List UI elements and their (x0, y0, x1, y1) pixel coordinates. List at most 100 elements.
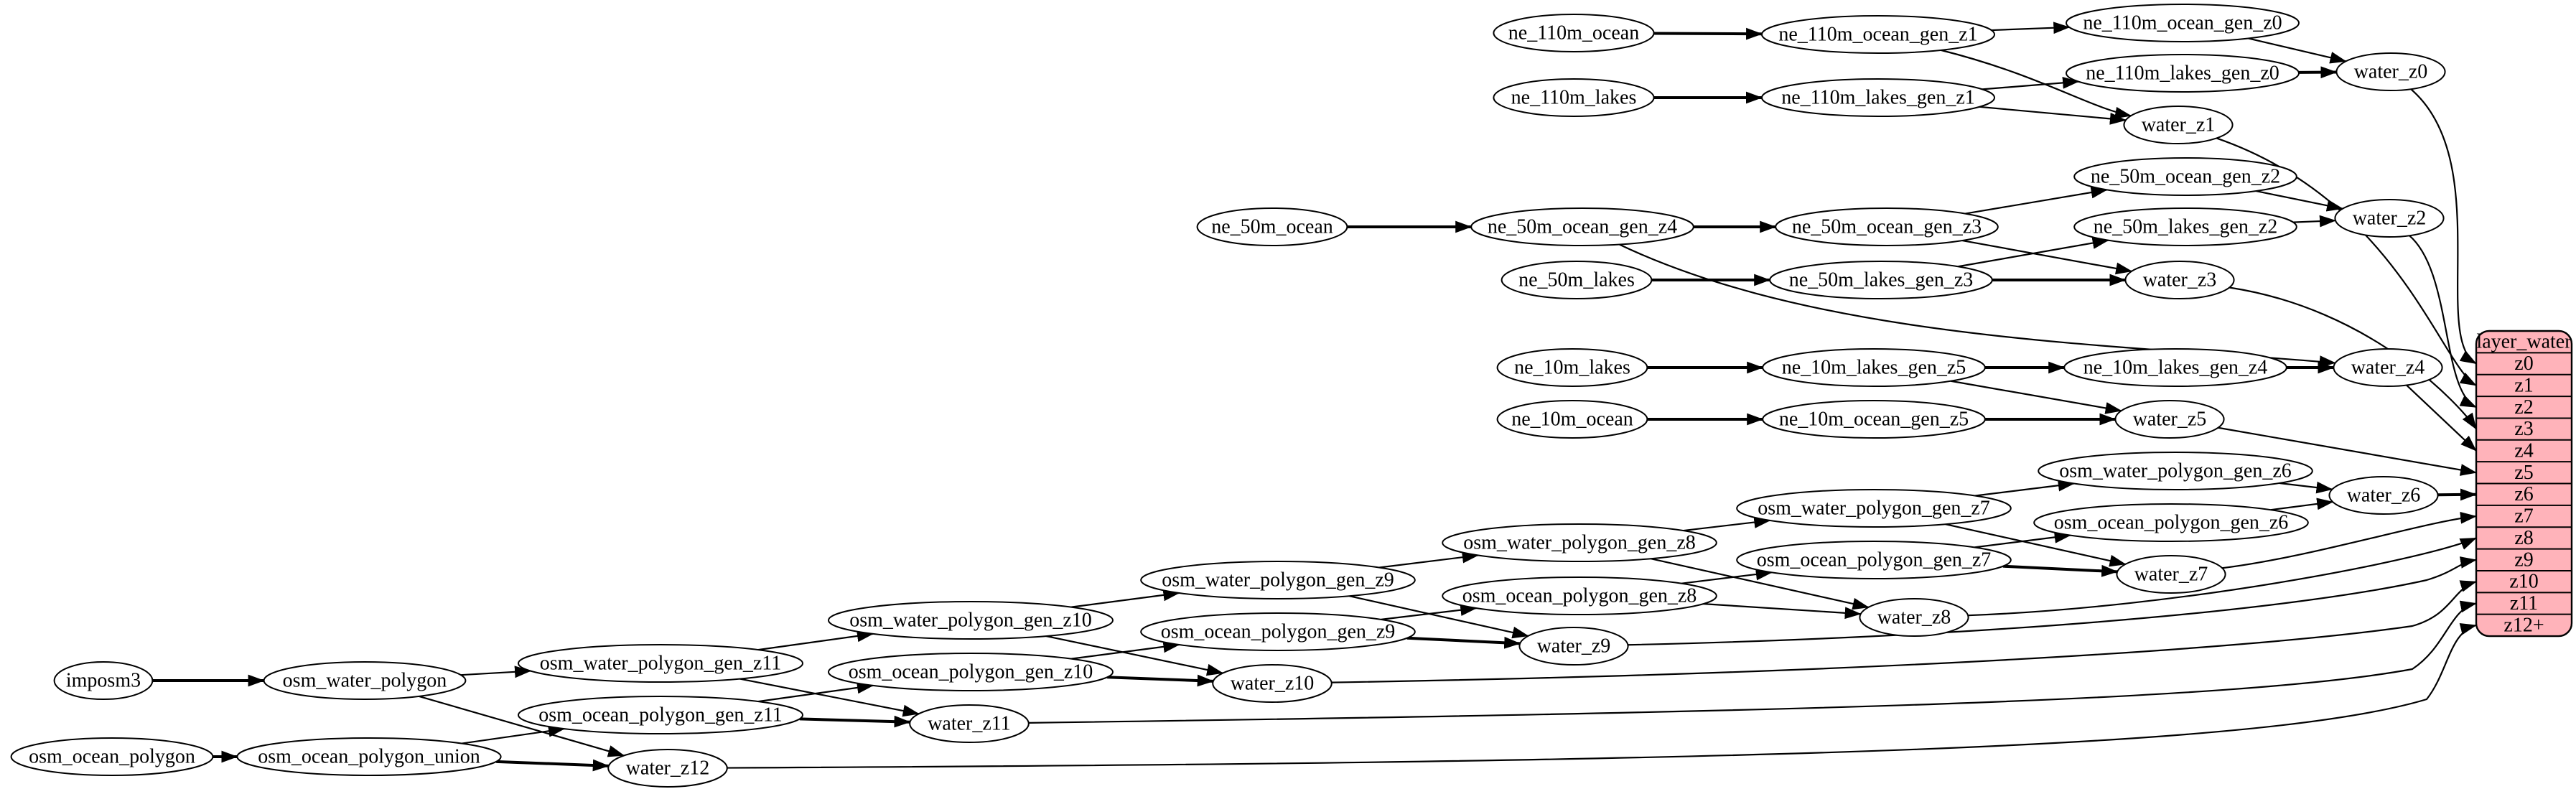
node-water_z9: water_z9 (1518, 627, 1629, 666)
edge-ne_110m_lakes_gen_z1-to-ne_110m_lakes_gen_z0 (1982, 77, 2080, 90)
node-ellipse (1761, 15, 1995, 54)
edge-ne_110m_ocean_gen_z1-to-water_z1 (1941, 49, 2132, 119)
edge-osm_ocean_polygon_gen_z10-to-water_z10 (1107, 674, 1214, 687)
node-label: ne_10m_ocean (1511, 408, 1633, 431)
node-water_z0: water_z0 (2335, 52, 2446, 91)
edge-osm_ocean_polygon_gen_z6-to-water_z6 (2270, 498, 2334, 511)
node-label: water_z0 (2354, 61, 2428, 83)
edge-ne_10m_lakes_gen_z5-to-water_z5 (1951, 380, 2122, 414)
node-ellipse (1212, 664, 1333, 703)
node-ellipse (2334, 199, 2445, 238)
record-row-z2: z2 (2514, 396, 2533, 419)
node-ellipse (2073, 207, 2297, 246)
node-label: water_z5 (2133, 408, 2207, 431)
node-label: water_z10 (1231, 673, 1315, 695)
record-row-z7: z7 (2514, 505, 2533, 528)
node-osm_water_polygon_gen_z8: osm_water_polygon_gen_z8 (1442, 523, 1717, 562)
node-ellipse (1761, 78, 1995, 117)
node-ne_10m_lakes_gen_z4: ne_10m_lakes_gen_z4 (2063, 348, 2287, 387)
node-ellipse (909, 704, 1030, 743)
node-label: ne_110m_lakes_gen_z0 (2086, 62, 2279, 85)
node-label: water_z1 (2142, 114, 2216, 136)
node-osm_ocean_polygon_gen_z8: osm_ocean_polygon_gen_z8 (1442, 576, 1717, 615)
node-label: ne_50m_lakes_gen_z2 (2094, 216, 2278, 238)
node-ellipse (518, 696, 803, 734)
node-ne_50m_lakes_gen_z2: ne_50m_lakes_gen_z2 (2073, 207, 2297, 246)
node-ne_50m_ocean_gen_z3: ne_50m_ocean_gen_z3 (1775, 207, 1999, 246)
node-ne_110m_ocean_gen_z0: ne_110m_ocean_gen_z0 (2066, 4, 2300, 42)
node-label: osm_ocean_polygon_gen_z8 (1462, 585, 1697, 607)
node-ellipse (1736, 541, 2012, 579)
node-ellipse (1496, 348, 1648, 387)
node-label: osm_ocean_polygon_union (258, 746, 480, 768)
node-ne_110m_lakes_gen_z0: ne_110m_lakes_gen_z0 (2066, 54, 2300, 93)
node-ellipse (1501, 261, 1653, 299)
node-label: ne_50m_lakes_gen_z3 (1789, 269, 1974, 291)
node-label: ne_50m_ocean (1211, 216, 1333, 238)
edge-osm_ocean_polygon_gen_z8-to-water_z8 (1703, 603, 1862, 620)
edge-water_z5-to-layer_water-z5 (2218, 426, 2477, 476)
edge-ne_50m_ocean_gen_z2-to-water_z2 (2256, 190, 2343, 212)
edge-water_z10-to-layer_water-z10 (1331, 580, 2477, 683)
node-osm_ocean_polygon: osm_ocean_polygon (10, 737, 214, 776)
node-ellipse (2328, 476, 2439, 515)
node-ellipse (2033, 503, 2309, 542)
edge-osm_water_polygon_gen_z10-to-osm_water_polygon_gen_z9 (1071, 589, 1180, 608)
edge-osm_water_polygon_gen_z11-to-osm_water_polygon_gen_z10 (757, 630, 874, 651)
node-ellipse (1442, 576, 1717, 615)
record-layer-water: layer_waterz0z1z2z3z4z5z6z7z8z9z10z11z12… (2475, 330, 2573, 638)
node-ellipse (1518, 627, 1629, 666)
node-label: water_z2 (2353, 207, 2427, 230)
edge-water_z8-to-layer_water-z8 (1968, 537, 2477, 617)
node-label: ne_110m_lakes_gen_z1 (1781, 87, 1975, 109)
edge-osm_ocean_polygon_gen_z9-to-water_z9 (1406, 636, 1521, 649)
node-ellipse (2073, 157, 2297, 196)
node-ellipse (1859, 598, 1969, 637)
edge-ne_50m_lakes_gen_z2-to-water_z2 (2293, 215, 2336, 228)
edge-osm_water_polygon-to-water_z12 (419, 695, 625, 757)
edge-water_z7-to-layer_water-z7 (2222, 511, 2477, 569)
node-ne_110m_ocean: ne_110m_ocean (1493, 14, 1655, 52)
node-ellipse (2038, 452, 2313, 490)
edge-water_z9-to-layer_water-z9 (1628, 556, 2477, 646)
node-label: ne_10m_lakes_gen_z5 (1782, 357, 1966, 379)
node-ellipse (263, 661, 467, 700)
edge-layer (152, 22, 2477, 772)
node-ellipse (1496, 400, 1648, 439)
edge-osm_ocean_polygon_gen_z11-to-water_z11 (799, 715, 911, 728)
node-ne_50m_ocean_gen_z2: ne_50m_ocean_gen_z2 (2073, 157, 2297, 196)
edge-osm_water_polygon_gen_z10-to-water_z10 (1045, 635, 1224, 676)
edge-water_z12-to-layer_water-z12+ (727, 623, 2477, 769)
edge-osm_ocean_polygon_gen_z7-to-water_z7 (2002, 564, 2119, 577)
node-ne_50m_ocean_gen_z4: ne_50m_ocean_gen_z4 (1470, 207, 1694, 246)
edge-ne_50m_ocean_gen_z4-to-water_z4 (1619, 243, 2336, 368)
node-label: ne_50m_ocean_gen_z4 (1488, 216, 1677, 238)
node-ellipse (1196, 207, 1348, 246)
node-ne_10m_ocean_gen_z5: ne_10m_ocean_gen_z5 (1762, 400, 1986, 439)
node-ellipse (607, 749, 728, 788)
edge-osm_water_polygon_gen_z8-to-water_z8 (1651, 558, 1870, 610)
edge-water_z0-to-layer_water-z0 (2410, 88, 2477, 365)
node-ellipse (2114, 400, 2225, 439)
node-osm_ocean_polygon_union: osm_ocean_polygon_union (236, 737, 502, 776)
node-ellipse (1140, 561, 1416, 599)
node-water_z6: water_z6 (2328, 476, 2439, 515)
edge-osm_water_polygon_gen_z11-to-water_z11 (739, 678, 920, 717)
node-ellipse (1736, 489, 2012, 528)
node-water_z12: water_z12 (607, 749, 728, 788)
node-ellipse (2116, 555, 2226, 594)
record-row-z8: z8 (2514, 527, 2533, 549)
record-row-z9: z9 (2514, 548, 2533, 571)
node-ellipse (1769, 261, 1993, 299)
node-water_z5: water_z5 (2114, 400, 2225, 439)
record-row-z5: z5 (2514, 462, 2533, 484)
record-row-z6: z6 (2514, 483, 2533, 505)
record-row-z4: z4 (2514, 439, 2533, 462)
edge-ne_50m_ocean_gen_z3-to-ne_50m_ocean_gen_z2 (1965, 186, 2108, 215)
node-ellipse (1775, 207, 1999, 246)
record-row-z3: z3 (2514, 418, 2533, 440)
node-ellipse (828, 601, 1114, 640)
node-ne_50m_lakes_gen_z3: ne_50m_lakes_gen_z3 (1769, 261, 1993, 299)
node-label: water_z8 (1877, 607, 1951, 629)
